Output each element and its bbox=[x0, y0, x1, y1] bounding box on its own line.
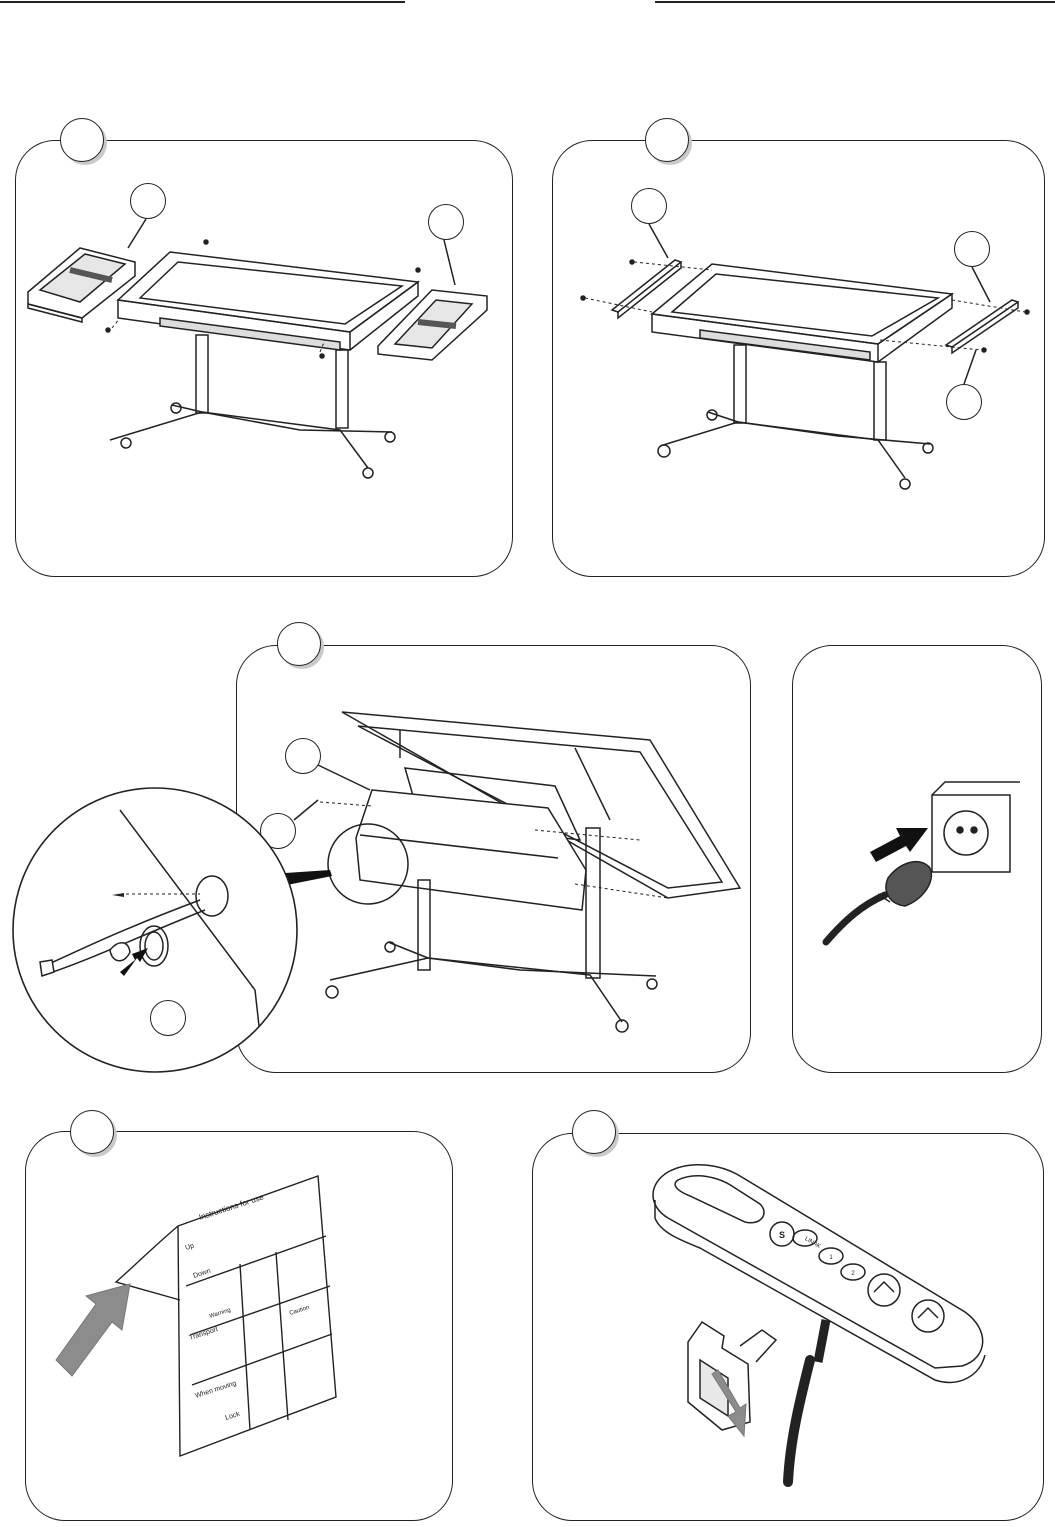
step-number-3 bbox=[277, 622, 321, 666]
step-number-6 bbox=[572, 1110, 616, 1154]
step-number-2 bbox=[645, 118, 689, 162]
callout-right-rail bbox=[954, 231, 990, 267]
step-number-1 bbox=[60, 118, 104, 162]
callout-left-rail bbox=[631, 188, 667, 224]
step-panel-4 bbox=[792, 645, 1042, 1073]
callout-right-tray bbox=[428, 204, 464, 240]
callout-bolt bbox=[260, 813, 296, 849]
header-rule-left bbox=[0, 1, 405, 3]
step-panel-6 bbox=[532, 1133, 1044, 1521]
step-number-5 bbox=[70, 1110, 114, 1154]
header-rule-right bbox=[655, 1, 1055, 3]
callout-grommet bbox=[150, 1000, 186, 1036]
step-panel-5 bbox=[25, 1131, 453, 1521]
step-panel-2 bbox=[552, 140, 1045, 577]
step-panel-3 bbox=[236, 645, 751, 1073]
callout-cover bbox=[285, 738, 321, 774]
callout-left-tray bbox=[130, 183, 166, 219]
callout-screw bbox=[946, 384, 982, 420]
